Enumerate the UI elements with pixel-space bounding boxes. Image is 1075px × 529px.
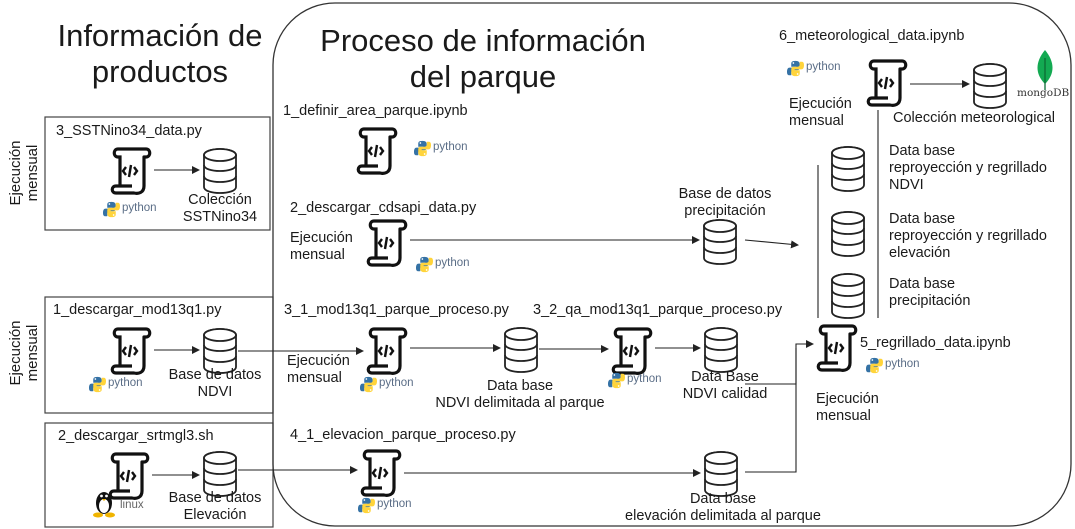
file-mod13-proc: 3_1_mod13q1_parque_proceso.py: [284, 302, 509, 318]
db-label-meteo: Colección meteorological: [893, 110, 1055, 126]
arrow-precip-to-junction: [744, 239, 799, 249]
elev-proc-script-icon: [360, 449, 402, 497]
mod13-script-icon: [110, 327, 152, 375]
precip-db-icon: [703, 219, 737, 265]
regrid-precip-db-icon: [831, 273, 865, 319]
file-regrid: 5_regrillado_data.ipynb: [860, 335, 1011, 351]
ndvi-park-db-icon: [504, 327, 538, 373]
regrid-ndvi-db-icon: [831, 146, 865, 192]
meteo-script-icon: [866, 59, 908, 107]
file-srtm: 2_descargar_srtmgl3.sh: [58, 428, 214, 444]
file-meteo: 6_meteorological_data.ipynb: [779, 28, 965, 44]
sst-collection-db-icon: [203, 148, 237, 194]
line-elev-park-to-regrid: [745, 348, 797, 473]
file-cdsapi: 2_descargar_cdsapi_data.py: [290, 200, 477, 216]
file-sst: 3_SSTNino34_data.py: [56, 123, 202, 139]
python-brand-text: python: [379, 377, 414, 389]
python-logo-icon: [103, 201, 120, 218]
python-logo-icon: [866, 357, 883, 374]
python-logo-icon: [360, 376, 377, 393]
sst-group-box: [44, 116, 271, 231]
python-brand-text: python: [122, 202, 157, 214]
srtm-script-icon: [108, 452, 150, 500]
python-logo-icon: [89, 376, 106, 393]
regrid-script-icon: [816, 324, 858, 372]
linux-brand-text: linux: [120, 499, 144, 511]
python-brand-text: python: [377, 498, 412, 510]
file-qa-proc: 3_2_qa_mod13q1_parque_proceso.py: [533, 302, 783, 318]
qa-proc-script-icon: [611, 327, 653, 375]
mod13-proc-script-icon: [366, 327, 408, 375]
python-logo-icon: [358, 497, 375, 514]
regrid-elev-db-icon: [831, 211, 865, 257]
mongodb-brand-text: mongoDB: [1017, 87, 1070, 99]
linux-logo-icon: [93, 492, 115, 518]
mongodb-leaf-icon: [1037, 50, 1053, 90]
python-brand-text: python: [433, 141, 468, 153]
sst-script-icon: [110, 147, 152, 195]
ndvi-quality-db-icon: [704, 327, 738, 373]
park-process-container: [272, 2, 1072, 527]
cdsapi-script-icon: [366, 219, 408, 267]
elev-park-db-icon: [704, 451, 738, 497]
python-logo-icon: [416, 256, 433, 273]
file-elev-proc: 4_1_elevacion_parque_proceso.py: [290, 427, 516, 443]
python-brand-text: python: [435, 257, 470, 269]
elevation-group-box: [44, 422, 274, 528]
file-mod13: 1_descargar_mod13q1.py: [53, 302, 222, 318]
python-brand-text: python: [885, 358, 920, 370]
definir-script-icon: [356, 127, 398, 175]
python-logo-icon: [414, 140, 431, 157]
python-brand-text: python: [806, 61, 841, 73]
python-logo-icon: [787, 60, 804, 77]
file-definir: 1_definir_area_parque.ipynb: [283, 103, 468, 119]
meteo-collection-db-icon: [973, 63, 1007, 109]
python-brand-text: python: [627, 373, 662, 385]
python-brand-text: python: [108, 377, 143, 389]
